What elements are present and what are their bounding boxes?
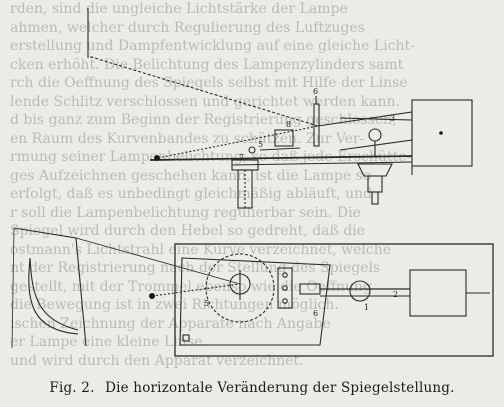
plan-recording-ray — [75, 237, 241, 285]
light-ray-upper — [87, 55, 319, 127]
plan-outer-frame — [174, 243, 494, 357]
plan-light-source-dot — [149, 293, 155, 299]
motor-box — [411, 99, 473, 167]
bleed-text-line: rden, sind die ungleiche Lichtstärke der… — [10, 1, 348, 17]
panel-left-edge — [11, 227, 15, 349]
bleed-text-line: ges Aufzeichnen geschehen kann, ist die … — [10, 167, 372, 184]
bleed-text-line: nt der Registrierung nach der Stellung d… — [10, 260, 381, 276]
screw-block — [277, 267, 293, 309]
figure-caption: Fig. 2. Die horizontale Veränderung der … — [0, 380, 504, 396]
bleed-text-line: erfolgt, daß es unbedingt gleichmäßig ab… — [10, 186, 373, 202]
bleed-through-text: rden, sind die ungleiche Lichtstärke der… — [10, 0, 500, 370]
linkage-bar — [259, 147, 301, 151]
label-bottom-arm: 2 — [393, 290, 398, 299]
figure-caption-text: Die horizontale Veränderung der Spiegels… — [105, 380, 455, 396]
bleed-text-line: die Bewegung ist in zwei Richtungen mögl… — [10, 297, 339, 313]
right-pedestal-foot — [371, 191, 379, 205]
light-source-dot — [154, 155, 160, 161]
bleed-text-line: d bis ganz zum Beginn der Registrierung … — [10, 112, 397, 128]
light-ray-lower — [157, 125, 319, 159]
bleed-text-line: lende Schlitz verschlossen und gerichtet… — [10, 93, 400, 110]
label-bottom-mirror: 6 — [313, 309, 318, 318]
bleed-text-line: r soll die Lampenbelichtung regulierbar … — [10, 204, 361, 221]
lever-arm — [317, 111, 413, 151]
bleed-text-line: ahmen, welcher durch Regulierung des Luf… — [10, 19, 365, 36]
figure-label: Fig. 2. — [49, 380, 95, 396]
bleed-text-line: ostmann's Lichtstrahl eine Kurve verzeic… — [10, 241, 392, 258]
bleed-text-line: en Raum des Kurvenbandes zu schützen. Zu… — [10, 130, 365, 147]
screw-1 — [282, 272, 288, 278]
screw-3 — [282, 298, 288, 304]
bleed-text-line: er Lampe eine kleine Linse. — [10, 334, 207, 350]
label-top-mirror: 6 — [313, 87, 318, 96]
label-top-seven: 7 — [239, 153, 244, 162]
recording-panel — [11, 227, 87, 349]
rotation-circle — [205, 253, 275, 323]
lamp-ring — [368, 128, 382, 142]
rod-collar — [349, 280, 371, 302]
label-top-arm: 3 — [390, 114, 395, 123]
bleed-text-line: cken erhöht. Die Belichtung des Lampenzy… — [10, 56, 404, 73]
bleed-text-line: rch die Oeffnung des Spiegels selbst mit… — [10, 75, 408, 91]
plan-mount-plate — [179, 257, 331, 346]
connector-block — [299, 283, 321, 295]
linkage-pivot — [248, 146, 256, 154]
bleed-text-line: Spiegel wird durch den Hebel so gedreht,… — [10, 223, 366, 239]
panel-edge — [13, 227, 87, 347]
label-bottom-one: 1 — [364, 303, 369, 312]
top-diagram — [87, 8, 473, 209]
base-plate — [149, 155, 413, 161]
screw-2 — [282, 285, 288, 291]
box-center-dot — [439, 131, 443, 135]
bleed-text-line: erstellung und Dampfentwicklung auf eine… — [10, 38, 415, 54]
right-pedestal-top — [357, 163, 393, 177]
bleed-text-line: ischen Zeichnung der Apparate nach Angab… — [10, 315, 331, 332]
label-top-five: 5 — [258, 140, 263, 149]
small-block — [274, 129, 294, 147]
recorded-curve — [28, 257, 79, 335]
base-plate-lower — [231, 161, 413, 166]
label-bottom-five: 5 — [204, 299, 209, 308]
label-top-eight: 8 — [286, 120, 291, 129]
apparatus-figure: 6 3 8 7 5 2 6 1 5 — [11, 8, 494, 357]
bottom-diagram — [75, 237, 494, 357]
plan-motor-box — [409, 269, 467, 317]
frame-corner — [182, 334, 190, 342]
lever-rod — [339, 117, 413, 121]
right-pedestal-mid — [367, 175, 383, 193]
plan-light-ray — [151, 283, 241, 297]
